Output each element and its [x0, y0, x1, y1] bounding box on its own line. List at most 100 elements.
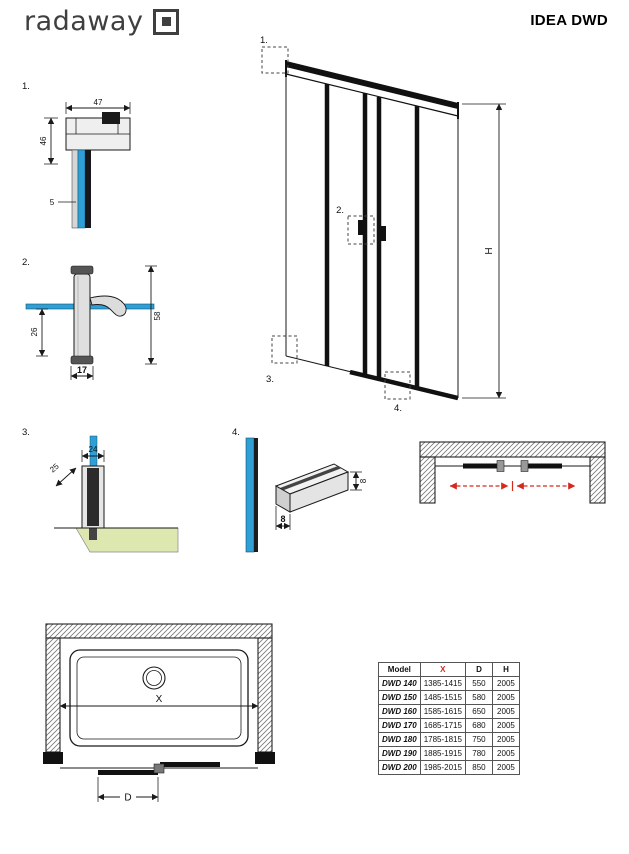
d-cell: 550	[464, 676, 493, 691]
table-row: DWD 190 1885-1915 780 2005	[378, 746, 520, 761]
d-cell: 580	[464, 690, 493, 705]
handle-left	[358, 220, 363, 235]
detail-1-drawing: 1. 47 46 5	[22, 81, 131, 229]
model-cell: DWD 160	[378, 704, 421, 719]
top-rail	[285, 60, 459, 119]
radaway-logo: radaway	[24, 6, 180, 37]
model-cell: DWD 180	[378, 732, 421, 747]
plan-view-drawing: X D	[43, 623, 275, 804]
bottom-guide-profile	[81, 465, 105, 529]
clamp-block	[102, 112, 120, 124]
model-cell: DWD 200	[378, 760, 421, 775]
door-track	[435, 460, 590, 472]
table-row: DWD 160 1585-1615 650 2005	[378, 704, 520, 719]
detail-4-dim-width: 8	[275, 506, 291, 530]
callout-4: 4.	[384, 371, 411, 414]
detail-4-dim-height: 8	[350, 471, 368, 491]
wall-profile-right	[255, 752, 275, 764]
svg-text:46: 46	[39, 136, 48, 145]
svg-text:2.: 2.	[336, 205, 344, 216]
shower-tray	[69, 649, 249, 747]
detail-3-dim-24: 24	[81, 445, 105, 462]
svg-text:58: 58	[153, 311, 162, 320]
svg-text:4.: 4.	[394, 403, 402, 414]
bottom-guide-rail	[349, 369, 459, 401]
walls	[43, 623, 275, 764]
col-x: X	[419, 662, 466, 677]
handle-hook	[89, 295, 127, 317]
d-cell: 650	[464, 704, 493, 719]
h-cell: 2005	[491, 704, 520, 719]
wall-profile-left	[43, 752, 63, 764]
x-cell: 1485-1515	[419, 690, 466, 705]
table-row: DWD 170 1685-1715 680 2005	[378, 718, 520, 733]
floor-anchor	[89, 528, 97, 540]
h-cell: 2005	[491, 760, 520, 775]
door-leaf-left	[463, 463, 503, 469]
table-row: DWD 150 1485-1515 580 2005	[378, 690, 520, 705]
detail-2-dim-58: 58	[145, 265, 162, 365]
detail-2-drawing: 2. 26 17 58	[22, 257, 162, 380]
glass-pane-edge	[245, 437, 258, 553]
callout-1: 1.	[260, 35, 289, 74]
x-cell: 1785-1815	[419, 732, 466, 747]
table-header-row: Model X D H	[378, 662, 520, 677]
detail-2-dim-17: 17	[70, 365, 94, 380]
h-cell: 2005	[491, 732, 520, 747]
d-cell: 680	[464, 718, 493, 733]
d-cell: 780	[464, 746, 493, 761]
detail-2-dim-26: 26	[30, 308, 48, 357]
detail-2-label: 2.	[22, 257, 30, 268]
elevation-drawing: 1. 2. 3. 4. H	[260, 35, 506, 414]
sliding-direction-arrows	[449, 481, 576, 491]
svg-text:D: D	[124, 793, 131, 804]
front-doors	[60, 762, 258, 775]
page-title: IDEA DWD	[530, 12, 608, 29]
svg-text:17: 17	[77, 365, 87, 375]
door-leaf-left	[98, 770, 158, 775]
svg-text:47: 47	[94, 98, 103, 107]
table-row: DWD 140 1385-1415 550 2005	[378, 676, 520, 691]
svg-text:8: 8	[359, 478, 368, 483]
wall-strip	[85, 150, 91, 228]
h-cell: 2005	[491, 676, 520, 691]
detail-3-label: 3.	[22, 427, 30, 438]
handle-right	[381, 226, 386, 241]
x-cell: 1885-1915	[419, 746, 466, 761]
wall-profile-section	[65, 112, 131, 151]
detail-1-dim-47: 47	[65, 98, 131, 114]
d-cell: 750	[464, 732, 493, 747]
x-cell: 1685-1715	[419, 718, 466, 733]
logo-square-icon	[153, 8, 180, 35]
h-cell: 2005	[491, 690, 520, 705]
walls	[419, 441, 606, 504]
door-width-dimension: D	[97, 777, 159, 804]
svg-text:X: X	[156, 694, 163, 705]
door-connector	[153, 763, 165, 774]
handle-right	[520, 460, 529, 472]
col-d: D	[464, 662, 493, 677]
svg-text:3.: 3.	[266, 374, 274, 385]
bottom-rail-profile	[274, 463, 350, 513]
detail-4-drawing: 4. 8 8	[232, 427, 368, 553]
svg-text:25: 25	[48, 461, 61, 474]
x-cell: 1585-1615	[419, 704, 466, 719]
svg-text:24: 24	[89, 445, 98, 454]
model-cell: DWD 170	[378, 718, 421, 733]
col-model: Model	[378, 662, 421, 677]
handle-left	[496, 460, 505, 472]
glass-pane	[77, 149, 86, 229]
h-cell: 2005	[491, 746, 520, 761]
detail-1-dim-5: 5	[50, 198, 76, 207]
svg-text:H: H	[484, 247, 495, 254]
table-row: DWD 200 1985-2015 850 2005	[378, 760, 520, 775]
model-cell: DWD 190	[378, 746, 421, 761]
col-h: H	[491, 662, 520, 677]
detail-4-label: 4.	[232, 427, 240, 438]
logo-text: radaway	[24, 6, 144, 37]
logo-square-inner	[161, 17, 171, 26]
door-handle-section	[70, 265, 127, 365]
table-row: DWD 180 1785-1815 750 2005	[378, 732, 520, 747]
svg-text:8: 8	[280, 514, 285, 524]
